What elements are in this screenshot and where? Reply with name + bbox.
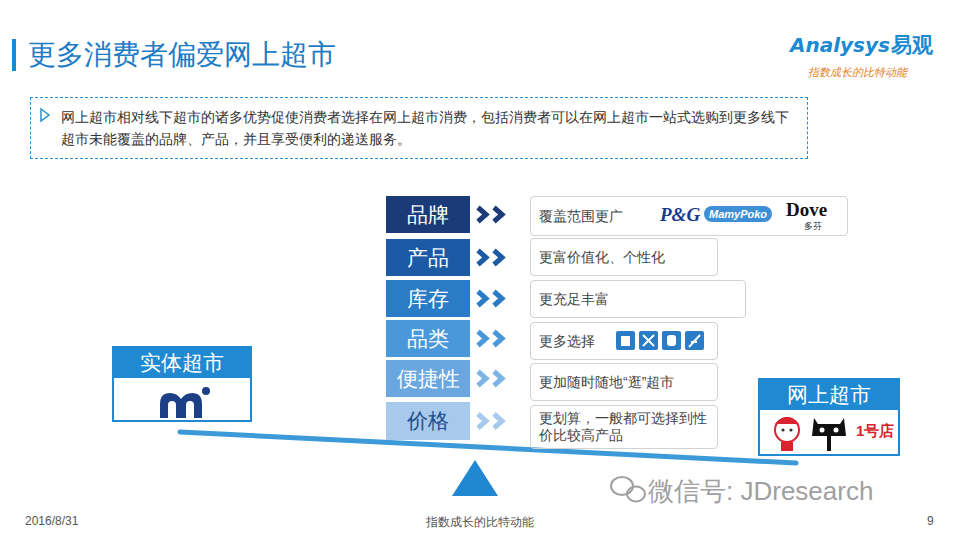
- logo-word: 易观: [891, 31, 933, 59]
- box-text: 更划算，一般都可选择到性价比较高产品: [539, 410, 709, 444]
- tmall-logo: [812, 418, 846, 451]
- page-number: 9: [927, 514, 934, 528]
- jd-logo: [775, 417, 799, 451]
- store-logo: 1号店: [856, 422, 894, 441]
- factor-box: 品类: [386, 320, 470, 357]
- brand-logo: Dove: [786, 199, 827, 221]
- box-text: 便捷性: [397, 366, 460, 392]
- box-text: 库存: [407, 286, 449, 312]
- wechat-icon: [611, 477, 645, 502]
- category-icons: [616, 331, 704, 350]
- chevron-connector: [478, 332, 502, 346]
- store-box: 实体超市: [112, 346, 252, 422]
- store-icon-dot: [202, 387, 210, 395]
- logo-word: Analysys: [790, 33, 890, 57]
- chevron-connector: [478, 251, 502, 265]
- chevron-connector: [478, 372, 502, 386]
- advantage-box: 更划算，一般都可选择到性价比较高产品: [530, 405, 718, 449]
- factor-box: 品牌: [386, 196, 470, 233]
- box-text: 覆盖范围更广: [539, 208, 623, 225]
- chevron-connector: [478, 208, 502, 222]
- bullet-arrow: [41, 109, 49, 121]
- slide-title: 更多消费者偏爱网上超市: [28, 38, 336, 72]
- box-text: 网上超市相对线下超市的诸多优势促使消费者选择在网上超市消费，包括消费者可以在网上…: [61, 106, 797, 150]
- chevron-connector: [478, 292, 502, 306]
- advantage-box: 更加随时随地“逛”超市: [530, 363, 718, 401]
- box-text: 价格: [407, 408, 449, 434]
- brand-logo: MamyPoko: [704, 206, 772, 222]
- watermark: 微信号: JDresearch: [648, 474, 873, 509]
- factor-box: 便捷性: [386, 360, 470, 397]
- advantage-box: 更富价值化、个性化: [530, 238, 718, 276]
- factor-box: 产品: [386, 239, 470, 276]
- brand-logo: 多芬: [804, 220, 822, 233]
- box-text: 实体超市: [114, 348, 250, 378]
- box-text: 网上超市: [760, 380, 898, 410]
- note-box: 网上超市相对线下超市的诸多优势促使消费者选择在网上超市消费，包括消费者可以在网上…: [30, 97, 808, 159]
- seesaw-beam: [180, 432, 796, 463]
- box-text: 更充足丰富: [539, 291, 609, 308]
- advantage-box: 更多选择: [530, 322, 718, 360]
- factor-box: 价格: [386, 402, 470, 440]
- chevron-connector: [478, 414, 502, 428]
- box-text: 产品: [407, 245, 449, 271]
- brand-logo: P&G: [660, 204, 700, 226]
- logo-slogan: 指数成长的比特动能: [808, 65, 907, 80]
- footer-date: 2016/8/31: [25, 514, 78, 528]
- box-text: 品牌: [407, 202, 449, 228]
- footer-text: 指数成长的比特动能: [426, 514, 534, 531]
- factor-box: 库存: [386, 280, 470, 317]
- store-box: 网上超市: [758, 378, 900, 456]
- title-bar: [12, 39, 16, 71]
- box-text: 更多选择: [539, 333, 595, 350]
- seesaw-fulcrum: [452, 460, 498, 496]
- box-text: 更富价值化、个性化: [539, 249, 665, 266]
- advantage-box: 更充足丰富: [530, 280, 746, 318]
- box-text: 品类: [407, 326, 449, 352]
- store-icon: [160, 393, 202, 418]
- box-text: 更加随时随地“逛”超市: [539, 374, 674, 391]
